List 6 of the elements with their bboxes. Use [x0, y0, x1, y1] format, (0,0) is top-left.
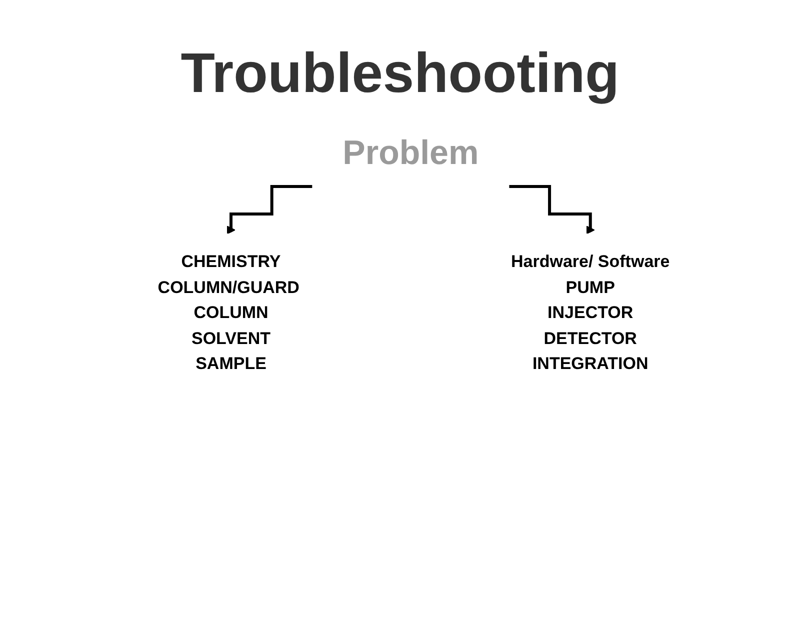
- arrow: [226, 185, 312, 234]
- title: Troubleshooting: [180, 40, 620, 105]
- node-text: Problem: [342, 134, 478, 172]
- arrow: [508, 185, 594, 234]
- node-text: CHEMISTRY COLUMN/GUARD COLUMN SOLVENT SAMPLE: [157, 252, 300, 373]
- node-text: Hardware/ Software PUMP INJECTOR DETECTOR INTEGRATION: [510, 252, 670, 373]
